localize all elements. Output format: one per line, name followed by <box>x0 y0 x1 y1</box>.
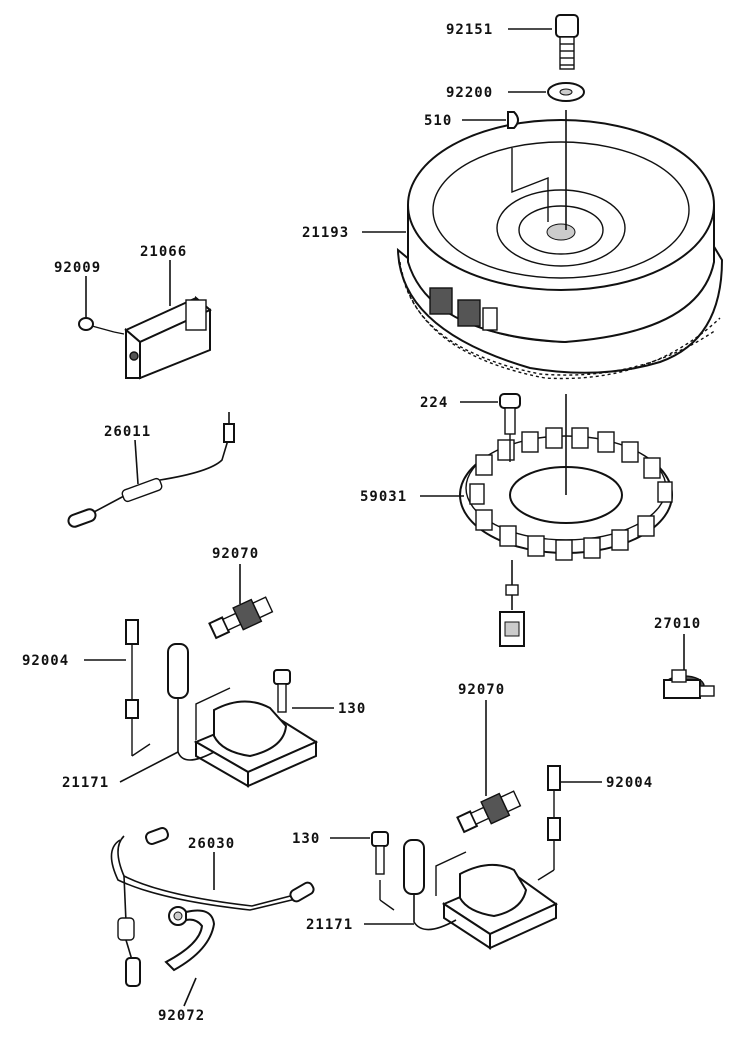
washer <box>547 82 585 230</box>
stud-bolt-lower <box>537 765 561 881</box>
oil-pressure-switch <box>663 669 715 699</box>
label-59031: 59031 <box>360 489 407 505</box>
label-21171-lower: 21171 <box>306 917 353 933</box>
label-21066: 21066 <box>140 244 187 260</box>
label-510: 510 <box>424 113 452 129</box>
wire-harness <box>110 827 315 987</box>
module-screw <box>78 317 125 335</box>
control-module <box>124 295 212 380</box>
spark-plug-lower <box>456 790 522 834</box>
label-92070-upper: 92070 <box>212 546 259 562</box>
label-92072: 92072 <box>158 1008 205 1024</box>
label-130-lower: 130 <box>292 831 320 847</box>
label-92200: 92200 <box>446 85 493 101</box>
label-130-upper: 130 <box>338 701 366 717</box>
spark-plug <box>208 596 274 640</box>
label-21171-upper: 21171 <box>62 775 109 791</box>
label-21193: 21193 <box>302 225 349 241</box>
label-26011: 26011 <box>104 424 151 440</box>
ignition-coil <box>167 643 319 788</box>
coil-bolt-lower <box>371 831 395 911</box>
wire-clip <box>164 906 216 972</box>
label-92004-upper: 92004 <box>22 653 69 669</box>
stator <box>459 394 673 647</box>
bolt <box>555 14 579 70</box>
lead-wire <box>67 412 235 528</box>
coil-bolt <box>273 669 291 713</box>
woodruff-key <box>507 111 519 129</box>
part-labels: 92151 92200 510 21193 92009 21066 224 26… <box>22 22 701 1024</box>
label-92004-lower: 92004 <box>606 775 653 791</box>
flywheel <box>396 119 724 380</box>
label-27010: 27010 <box>654 616 701 632</box>
label-92151: 92151 <box>446 22 493 38</box>
ignition-coil-lower <box>403 839 558 950</box>
label-224: 224 <box>420 395 448 411</box>
leader-lines <box>84 28 685 1007</box>
label-26030: 26030 <box>188 836 235 852</box>
label-92009: 92009 <box>54 260 101 276</box>
stud-bolt <box>125 619 151 757</box>
stator-screw <box>499 393 521 462</box>
label-92070-lower: 92070 <box>458 682 505 698</box>
